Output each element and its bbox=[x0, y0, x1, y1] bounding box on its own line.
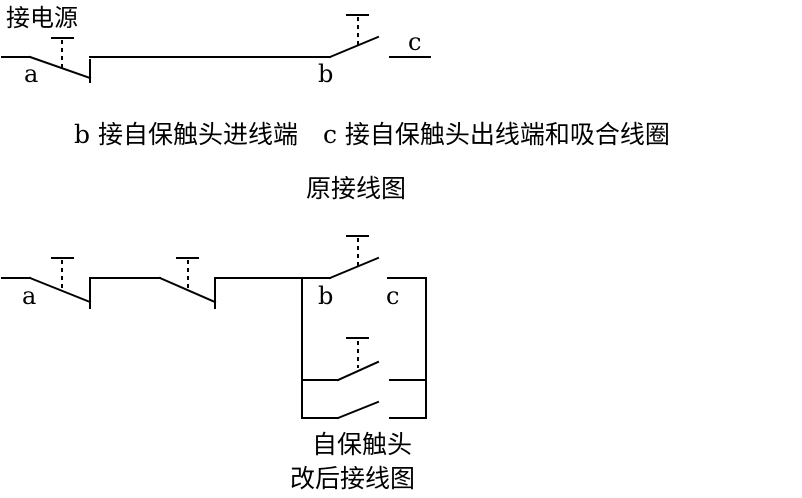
self-hold-branch-2 bbox=[301, 400, 427, 420]
wiring-note: b 接自保触头进线端 c 接自保触头出线端和吸合线圈 bbox=[74, 120, 670, 149]
label-c-2: c bbox=[386, 282, 400, 310]
switch-stop bbox=[158, 257, 217, 309]
self-hold-caption: 自保触头 bbox=[312, 430, 413, 459]
wire-c-right bbox=[387, 277, 427, 419]
switch-a bbox=[28, 37, 92, 83]
power-label: 接电源 bbox=[6, 4, 78, 32]
label-b-2: b bbox=[318, 282, 334, 310]
modified-circuit bbox=[1, 235, 427, 420]
label-c: c bbox=[408, 28, 422, 56]
original-circuit bbox=[1, 14, 431, 83]
modified-caption: 改后接线图 bbox=[290, 464, 416, 493]
switch-a-2 bbox=[28, 257, 92, 309]
self-hold-branch-1 bbox=[301, 337, 427, 382]
original-caption: 原接线图 bbox=[306, 174, 407, 203]
label-a: a bbox=[24, 60, 39, 88]
label-a-2: a bbox=[22, 282, 37, 310]
switch-b-2 bbox=[328, 235, 380, 280]
label-b: b bbox=[318, 60, 334, 88]
switch-b bbox=[328, 14, 380, 59]
